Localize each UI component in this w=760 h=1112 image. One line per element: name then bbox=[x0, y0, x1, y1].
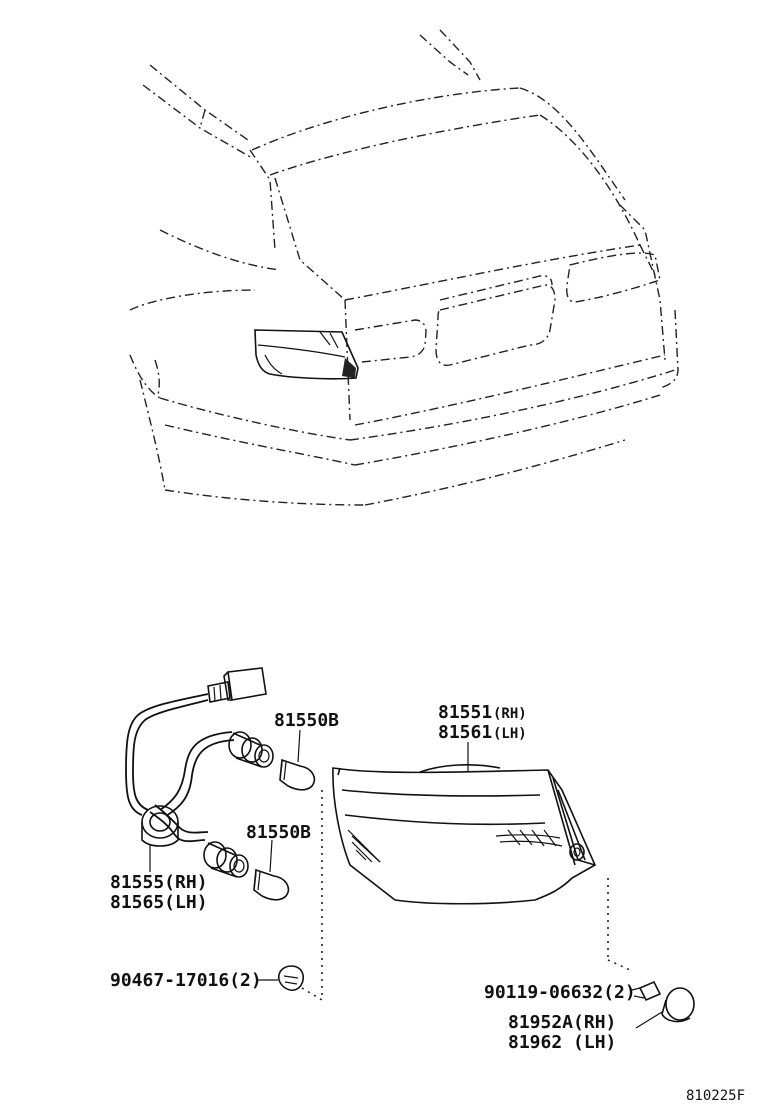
diagram-code: 810225F bbox=[686, 1088, 745, 1104]
label-cover-rh: 81952A(RH) bbox=[508, 1012, 616, 1033]
upper-socket bbox=[228, 731, 274, 768]
wiring-connector bbox=[207, 667, 267, 703]
screw bbox=[631, 980, 662, 1002]
wire-harness bbox=[125, 693, 235, 843]
lens-hatching bbox=[347, 829, 563, 863]
label-screw: 90119-06632(2) bbox=[484, 982, 636, 1003]
label-bulb-lower: 81550B bbox=[246, 822, 311, 843]
lower-socket bbox=[203, 841, 249, 878]
label-lamp-rh-side: (RH) bbox=[493, 706, 527, 722]
clip bbox=[258, 965, 305, 991]
label-lamp-lh-number: 81561 bbox=[438, 722, 492, 743]
label-socket-lh: 81565(LH) bbox=[110, 892, 208, 913]
tail-lamp-assembly bbox=[332, 764, 597, 905]
grommet bbox=[141, 805, 179, 847]
label-cover-lh: 81962 (LH) bbox=[508, 1032, 616, 1053]
label-lamp-rh-number: 81551 bbox=[438, 702, 492, 723]
label-clip: 90467-17016(2) bbox=[110, 970, 262, 991]
vehicle-rear-illustration bbox=[129, 29, 679, 506]
label-lamp-lh-side: (LH) bbox=[493, 726, 527, 742]
socket-cover bbox=[635, 987, 695, 1029]
parts-illustration bbox=[125, 667, 695, 1029]
upper-bulb bbox=[279, 758, 316, 791]
lower-bulb bbox=[253, 868, 290, 901]
vehicle-tail-lamp-left bbox=[254, 329, 359, 380]
label-bulb-upper: 81550B bbox=[274, 710, 339, 731]
label-socket-rh: 81555(RH) bbox=[110, 872, 208, 893]
